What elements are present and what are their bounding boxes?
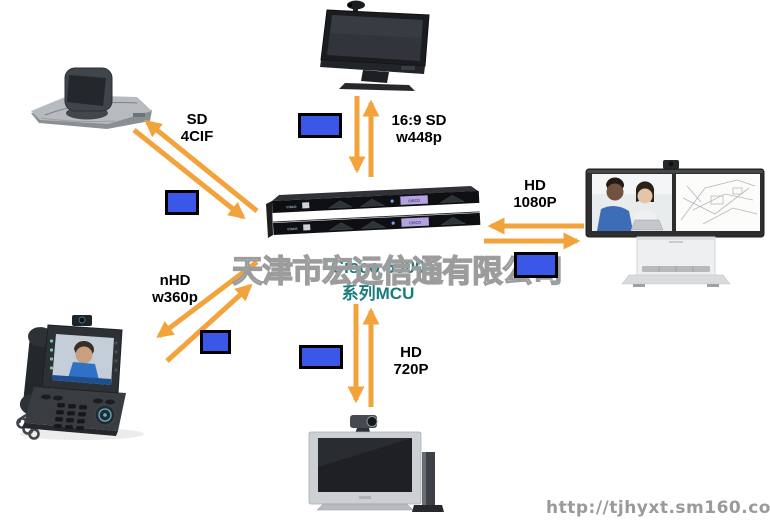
label-phone-resolution: nHD w360p bbox=[134, 272, 216, 306]
legend-box-telepresence-link bbox=[514, 252, 558, 278]
footer-url: http://tjhyxt.sm160.com bbox=[546, 498, 770, 518]
label-line: HD bbox=[524, 177, 546, 194]
label-line: 1080P bbox=[513, 194, 557, 211]
label-telepresence-resolution: HD 1080P bbox=[495, 177, 575, 211]
svg-text:cisco: cisco bbox=[287, 226, 298, 232]
arrow-mcu-to-phone bbox=[156, 260, 259, 339]
label-line: w360p bbox=[152, 289, 198, 306]
mcu-panel-display: CISCO bbox=[409, 221, 421, 226]
label-line: SD bbox=[186, 111, 208, 128]
ip-video-phone-icon bbox=[16, 315, 144, 440]
legend-box-tv-link bbox=[299, 345, 343, 369]
label-line: w448p bbox=[396, 129, 442, 146]
conference-camera-icon bbox=[31, 67, 152, 129]
label-monitor-resolution: 16:9 SD w448p bbox=[377, 112, 461, 146]
telepresence-system-icon bbox=[585, 160, 765, 287]
label-line: nHD bbox=[159, 272, 191, 289]
mcu-caption: Cisco 5300 系列MCU bbox=[268, 257, 488, 304]
label-line: 4CIF bbox=[180, 128, 214, 145]
mcu-panel-display: CISCO bbox=[408, 199, 420, 204]
mcu-series-label: 系列MCU bbox=[341, 284, 415, 303]
legend-box-phone-link bbox=[200, 330, 231, 354]
tv-endpoint-icon bbox=[308, 415, 444, 512]
arrow-phone-to-mcu bbox=[165, 283, 253, 363]
label-tv-resolution: HD 720P bbox=[371, 344, 451, 378]
arrow-camera-to-mcu bbox=[132, 128, 246, 220]
svg-text:cisco: cisco bbox=[286, 204, 297, 210]
legend-box-camera-link bbox=[165, 190, 199, 215]
label-line: 720P bbox=[393, 361, 429, 378]
label-line: 16:9 SD bbox=[391, 112, 447, 129]
mcu-name: Cisco 5300 bbox=[330, 257, 426, 277]
mcu-chassis-icon: cisco CISCO cisco CISCO bbox=[266, 186, 481, 238]
arrow-mcu-to-camera bbox=[144, 119, 259, 213]
desktop-video-monitor-icon bbox=[320, 0, 430, 91]
legend-box-monitor-link bbox=[298, 113, 342, 138]
label-camera-resolution: SD 4CIF bbox=[157, 111, 237, 145]
company-watermark: 天津市宏远信通有限公司 bbox=[231, 253, 563, 289]
label-line: HD bbox=[400, 344, 422, 361]
